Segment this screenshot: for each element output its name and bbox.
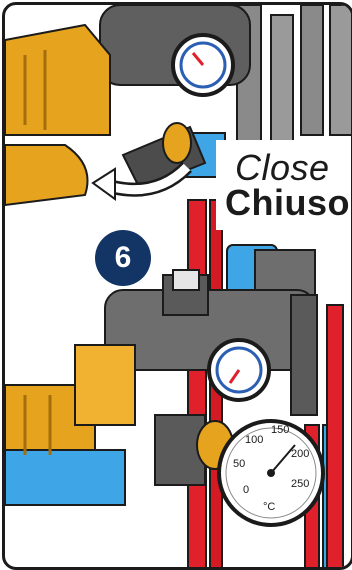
top-manifold <box>100 5 250 95</box>
manifold-illustration: 0 50 100 150 200 250 °C <box>5 5 352 570</box>
gauge-label-200: 200 <box>291 448 309 460</box>
gauge-unit: °C <box>263 501 275 513</box>
instruction-caption: Close Chiuso <box>216 140 352 230</box>
lower-brass-fitting <box>5 345 135 505</box>
gauge-label-100: 100 <box>245 434 263 446</box>
top-brass-fitting <box>5 25 110 205</box>
caption-italian: Chiuso <box>225 182 350 224</box>
gauge-label-0: 0 <box>243 484 249 496</box>
temperature-gauge: 0 50 100 150 200 250 °C <box>219 421 323 525</box>
step-number-badge: 6 <box>95 230 151 286</box>
gauge-label-150: 150 <box>271 424 289 436</box>
top-grey-pipes <box>237 5 352 145</box>
gauge-label-250: 250 <box>291 478 309 490</box>
gauge-label-50: 50 <box>233 458 245 470</box>
